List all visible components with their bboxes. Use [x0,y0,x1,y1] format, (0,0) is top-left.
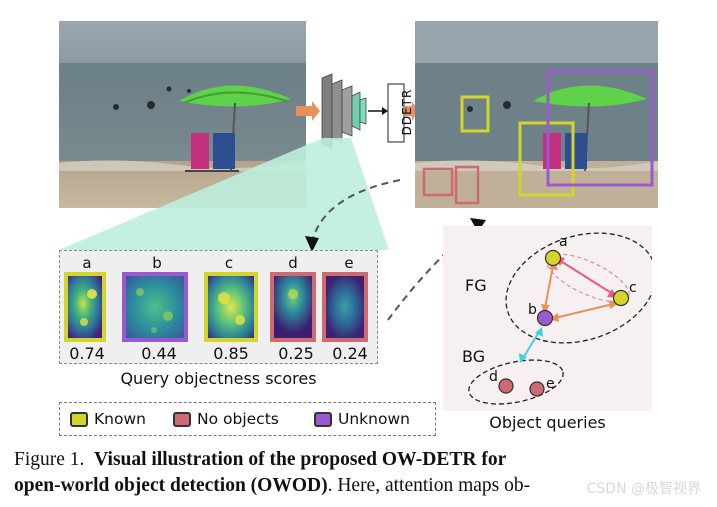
bg-label: BG [462,347,486,366]
query-node-a [544,249,562,267]
ddetr-box [387,83,405,143]
legend-unknown-swatch [314,411,332,427]
caption-bold-line2: open-world object detection (OWOD) [14,475,328,496]
query-letter-e: e [344,254,354,272]
figure-caption-line-1: Figure 1. Visual illustration of the pro… [14,449,506,471]
det-box-unknown [546,69,654,187]
query-score-e: 0.24 [332,344,368,363]
node-label-b: b [528,302,537,318]
query-score-d: 0.25 [278,344,314,363]
query-node-d [498,378,514,394]
legend-known: Known [70,408,146,430]
query-attention-maps [64,272,368,342]
legend-unknown: Unknown [314,408,410,430]
ddetr-label: DDETR [400,88,414,136]
fg-label: FG [465,276,487,295]
query-score-b: 0.44 [141,344,177,363]
backbone-layer-5 [359,97,367,125]
input-image [59,21,306,208]
bg-cluster [468,359,564,405]
query-letter-c: c [224,254,234,272]
query-node-b [536,309,554,327]
backbone-layer-1 [321,73,333,149]
legend [59,402,436,436]
backbone-layer-4 [351,91,361,131]
panel-title: Query objectness scores [120,369,317,388]
det-box-noobj-2 [454,165,480,205]
query-letter-b: b [152,254,162,272]
node-label-e: e [546,376,555,392]
query-score-a: 0.74 [69,344,105,363]
figure-label: Figure 1. [14,449,85,470]
fg-cluster [505,232,652,344]
query-map-a [64,272,106,342]
node-label-c: c [629,280,637,296]
legend-no-objects: No objects [173,408,279,430]
query-map-e [322,272,368,342]
watermark: CSDN @极智视界 [586,481,701,497]
det-box-known-1 [460,95,490,133]
query-map-d [270,272,316,342]
object-queries-diagram [468,232,652,405]
node-label-a: a [559,234,568,250]
node-label-d: d [489,369,498,385]
query-score-c: 0.85 [213,344,249,363]
caption-bold-title: Visual illustration of the proposed OW-D… [94,449,507,470]
det-box-noobj-1 [422,167,454,197]
attention-connector [59,138,389,250]
legend-no-objects-swatch [173,411,191,427]
legend-unknown-label: Unknown [338,410,410,428]
caption-rest-line2: . Here, attention maps ob- [327,475,531,496]
query-map-c [204,272,258,342]
query-letter-d: d [288,254,298,272]
legend-no-objects-label: No objects [197,410,279,428]
figure-caption-line-2: open-world object detection (OWOD). Here… [14,475,530,497]
backbone-layer-3 [341,85,353,137]
backbone-layer-2 [331,79,343,143]
input-arrow [296,101,320,121]
object-queries-title: Object queries [489,413,606,432]
output-arrow [405,101,418,121]
query-letter-a: a [82,254,92,272]
legend-known-swatch [70,411,88,427]
output-image [415,21,658,208]
legend-known-label: Known [94,410,146,428]
query-node-c [612,289,630,307]
query-node-e [529,381,545,397]
